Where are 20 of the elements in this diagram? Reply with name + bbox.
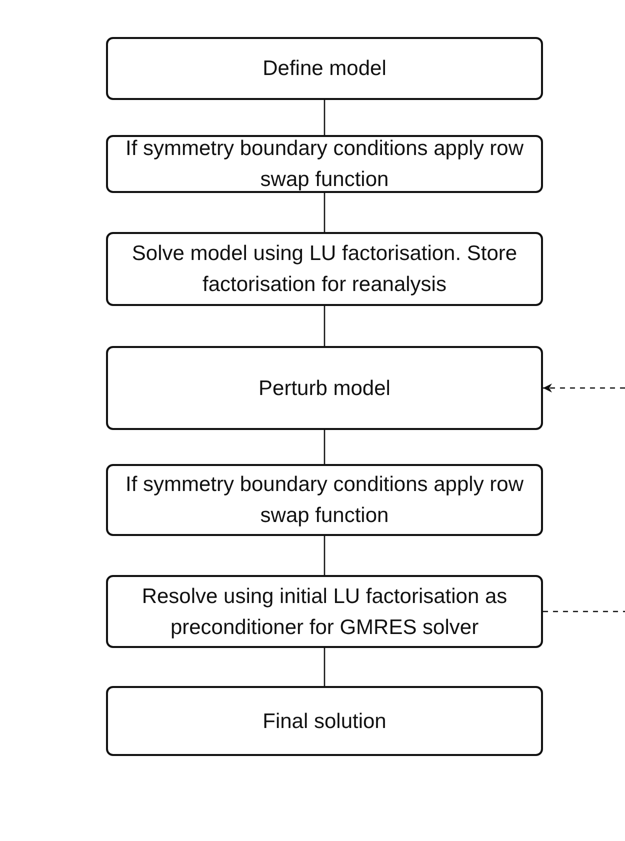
process-box bbox=[106, 575, 543, 648]
process-box bbox=[106, 464, 543, 536]
step-text: If symmetry boundary conditions apply row swap function bbox=[124, 472, 524, 529]
process-box bbox=[106, 232, 543, 306]
connector-line bbox=[324, 648, 326, 686]
step-text: Resolve using initial LU factorisation as preconditioner for GMRES solver bbox=[140, 584, 508, 640]
step-text: If symmetry boundary conditions apply row swap function bbox=[124, 136, 524, 193]
dashed-arrow bbox=[543, 384, 625, 392]
connector-line bbox=[324, 430, 326, 464]
process-box bbox=[106, 346, 543, 430]
connector-line bbox=[324, 306, 326, 346]
step-text: Define model bbox=[262, 56, 386, 82]
connector-line bbox=[324, 100, 326, 135]
process-box bbox=[106, 686, 543, 756]
step-text: Final solution bbox=[262, 708, 386, 734]
connector-line bbox=[324, 193, 326, 232]
process-box bbox=[106, 37, 543, 100]
connector-line bbox=[324, 536, 326, 575]
step-text: Perturb model bbox=[258, 376, 390, 402]
step-text: Solve model using LU factorisation. Store factorisation for reanalysis bbox=[130, 241, 518, 298]
